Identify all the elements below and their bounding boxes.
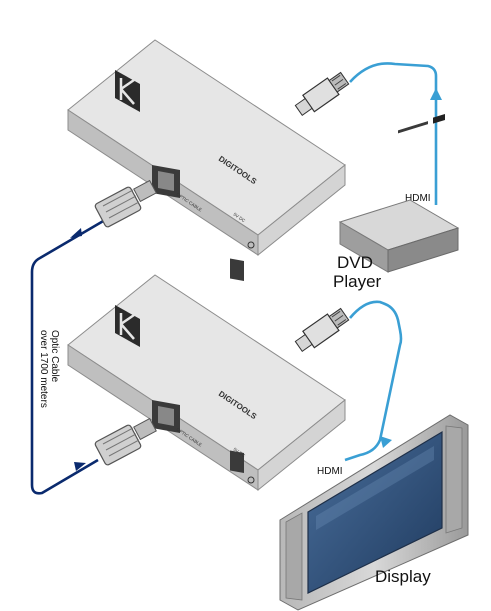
hdmi-bottom-arrow-icon bbox=[380, 436, 392, 448]
optic-label-line2: over 1700 meters bbox=[38, 330, 49, 408]
dvd-label-line1: DVD bbox=[337, 253, 373, 272]
display-reflection bbox=[316, 446, 434, 530]
display-screen bbox=[279, 414, 469, 611]
receiver-device: DIGITOOLS OPTIC CABLE 5V DC bbox=[67, 274, 346, 492]
transmitter-power-jack bbox=[230, 241, 255, 282]
hdmi-cable-bottom bbox=[294, 300, 403, 462]
optic-arrow-top-icon bbox=[70, 228, 82, 238]
optic-label-line1: Optic Cable bbox=[49, 330, 60, 383]
dvd-display bbox=[433, 113, 445, 124]
receiver-power-jack bbox=[230, 450, 255, 484]
hdmi-top-label: HDMI bbox=[405, 193, 431, 204]
bottom-fiber-connector bbox=[94, 417, 157, 466]
display-speaker-left bbox=[285, 512, 303, 601]
transmitter-logo-icon bbox=[115, 70, 140, 112]
transmitter-device: DIGITOOLS OPTIC CABLE 5V DC bbox=[67, 39, 346, 282]
hdmi-cable-top bbox=[294, 62, 442, 205]
optic-cable-label: Optic Cable over 1700 meters bbox=[38, 330, 60, 408]
optic-cable-line bbox=[30, 218, 106, 495]
dvd-player bbox=[338, 113, 460, 273]
transmitter-port bbox=[152, 165, 180, 198]
hdmi-top-arrow-icon bbox=[430, 88, 442, 100]
receiver-port bbox=[152, 400, 180, 433]
transmitter-side-face bbox=[257, 163, 346, 257]
optic-arrow-bottom-icon bbox=[74, 462, 86, 471]
hdmi-bottom-label: HDMI bbox=[317, 466, 343, 477]
transmitter-power-label: 5V DC bbox=[232, 212, 246, 224]
optic-cable bbox=[30, 218, 106, 495]
dvd-tray bbox=[398, 121, 428, 134]
receiver-logo-icon bbox=[115, 305, 140, 347]
receiver-power-label: 5V DC bbox=[232, 447, 246, 459]
display-panel bbox=[307, 430, 443, 594]
top-fiber-connector bbox=[94, 179, 157, 228]
dvd-label-line2: Player bbox=[333, 272, 382, 291]
hdmi-bottom-line bbox=[344, 300, 403, 462]
display-label: Display bbox=[375, 567, 431, 586]
hdmi-connector-top bbox=[294, 71, 350, 116]
display-speaker-right bbox=[445, 425, 463, 534]
hdmi-connector-bottom bbox=[294, 307, 350, 352]
receiver-side-face bbox=[257, 398, 346, 492]
hdmi-top-line bbox=[349, 62, 438, 205]
dvd-front-face bbox=[387, 227, 459, 273]
